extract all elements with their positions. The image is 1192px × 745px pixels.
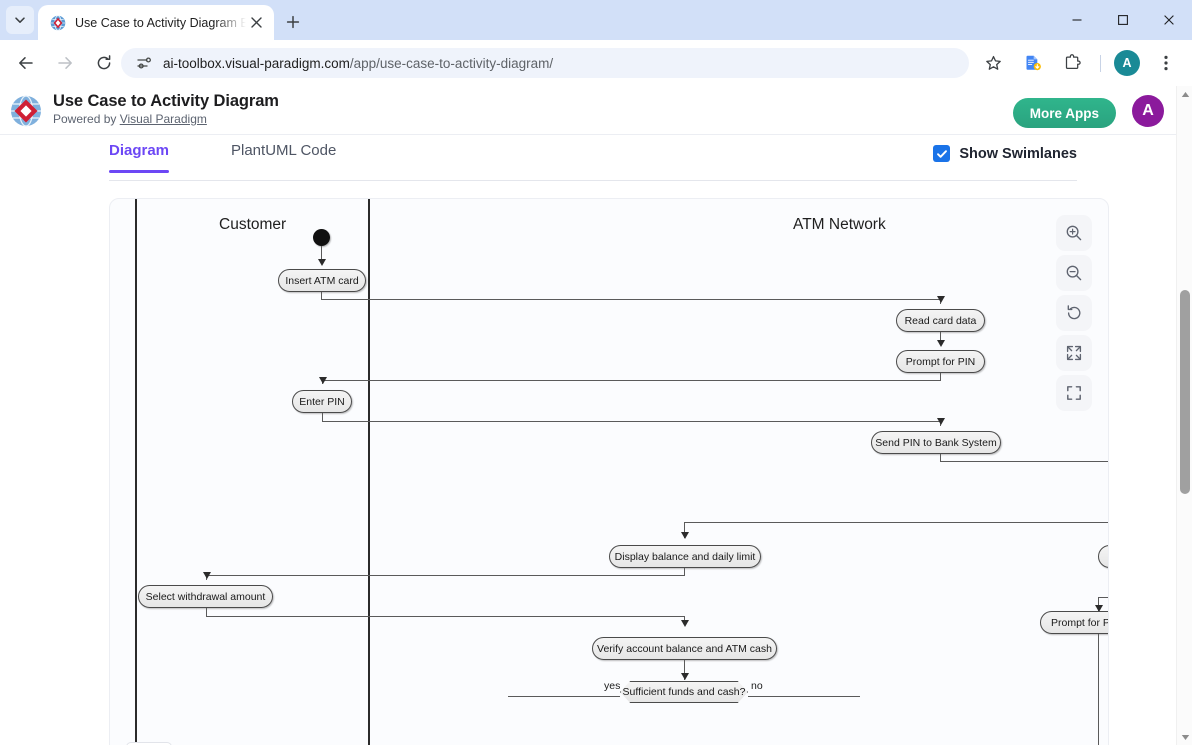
browser-tab[interactable]: Use Case to Activity Diagram Ed [38,5,274,40]
arrowhead [681,532,689,539]
arrowhead [937,296,945,303]
show-swimlanes-checkbox[interactable] [933,145,950,162]
visual-paradigm-favicon [50,15,66,31]
zoom-out-icon[interactable] [1056,255,1092,291]
edge-display-left [206,575,684,576]
site-settings-tune-icon[interactable] [135,54,153,72]
edge-insert-right [321,299,940,300]
scroll-down-arrow-icon[interactable] [1177,729,1192,745]
tab-search-chevron-down-icon[interactable] [6,6,34,34]
arrowhead [937,418,945,425]
arrowhead [681,673,689,680]
reload-icon[interactable] [89,48,119,78]
arrowhead [203,572,211,579]
browser-tab-strip: Use Case to Activity Diagram Ed [0,0,1192,40]
address-bar[interactable]: ai-toolbox.visual-paradigm.com/app/use-c… [121,48,969,78]
show-swimlanes-label: Show Swimlanes [959,146,1077,162]
url-host: ai-toolbox.visual-paradigm.com [163,56,350,71]
close-icon[interactable] [1146,0,1192,40]
address-bar-url: ai-toolbox.visual-paradigm.com/app/use-c… [163,56,553,71]
activity-diagram: Customer ATM Network Insert ATM card Rea… [110,199,1109,745]
node-verify-account-balance[interactable]: Verify account balance and ATM cash [592,637,777,660]
window-controls [1054,0,1192,40]
back-arrow-icon[interactable] [11,48,41,78]
page-content: Use Case to Activity Diagram Powered by … [0,86,1176,745]
zoom-in-icon[interactable] [1056,215,1092,251]
edge-enterpin-right [322,421,940,422]
edge-display-down [684,568,685,576]
node-prompt-for-pin[interactable]: Prompt for PIN [896,350,985,373]
page-title: Use Case to Activity Diagram [53,92,279,111]
browser-profile-avatar[interactable]: A [1114,50,1140,76]
edge-label-no: no [751,680,763,692]
edge-prompt-down [940,373,941,381]
url-path: /app/use-case-to-activity-diagram/ [350,56,553,71]
forward-arrow-icon [50,48,80,78]
scrollbar-thumb[interactable] [1180,290,1190,494]
node-display-balance-and-daily-limit[interactable]: Display balance and daily limit [609,545,761,568]
reset-rotate-icon[interactable] [1056,295,1092,331]
edge-right-top-1 [940,461,1109,462]
star-icon[interactable] [978,48,1008,78]
file-download-icon[interactable] [1018,48,1048,78]
node-select-withdrawal-amount[interactable]: Select withdrawal amount [138,585,273,608]
toolbar-divider [1100,55,1101,72]
tab-plantuml-code[interactable]: PlantUML Code [231,142,336,173]
powered-by-prefix: Powered by [53,112,120,126]
visual-paradigm-logo [10,95,42,127]
edge-decision-yes-branch [508,696,620,697]
node-send-pin-to-bank-system[interactable]: Send PIN to Bank System [871,431,1001,454]
node-enter-pin[interactable]: Enter PIN [292,390,352,413]
lane-divider-left [135,199,137,745]
fit-expand-icon[interactable] [1056,335,1092,371]
initial-node [313,229,330,246]
show-swimlanes-toggle[interactable]: Show Swimlanes [933,145,1077,162]
edge-decision-no-branch [748,696,860,697]
view-tabs: Diagram PlantUML Code Show Swimlanes [0,135,1176,181]
new-tab-button[interactable] [280,9,306,35]
toolbar-right-icons: A [973,48,1186,78]
node-insert-atm-card[interactable]: Insert ATM card [278,269,366,292]
lane-title-atm-network: ATM Network [793,216,886,234]
browser-tab-title: Use Case to Activity Diagram Ed [75,16,246,30]
edge-select-right [206,616,684,617]
lane-divider-middle [368,199,370,745]
scroll-up-arrow-icon[interactable] [1177,86,1192,102]
canvas-zoom-toolbar [1056,215,1092,415]
minimize-icon[interactable] [1054,0,1100,40]
edge-right-top-2 [936,522,1109,523]
diagram-canvas-card[interactable]: Customer ATM Network Insert ATM card Rea… [109,198,1109,745]
tab-close-icon[interactable] [246,13,266,33]
node-read-card-data[interactable]: Read card data [896,309,985,332]
arrowhead [681,620,689,627]
arrowhead [318,259,326,266]
edge-clipped-bottom-v [1098,634,1099,745]
app-header: Use Case to Activity Diagram Powered by … [0,86,1176,135]
more-apps-button[interactable]: More Apps [1013,98,1116,128]
node-sufficient-funds-decision[interactable]: Sufficient funds and cash? [620,681,748,703]
powered-by-text: Powered by Visual Paradigm [53,112,207,126]
extensions-puzzle-icon[interactable] [1058,48,1088,78]
user-avatar[interactable]: A [1132,95,1164,127]
tab-diagram[interactable]: Diagram [109,142,169,173]
node-prompt-for-pi-clipped[interactable]: Prompt for PI [1040,611,1109,634]
arrowhead [937,340,945,347]
page-scrollbar[interactable] [1176,86,1192,745]
lane-title-customer: Customer [219,216,286,234]
maximize-icon[interactable] [1100,0,1146,40]
fullscreen-icon[interactable] [1056,375,1092,411]
three-dot-menu-icon[interactable] [1151,48,1181,78]
tabs-underline [109,180,1077,181]
visual-paradigm-link[interactable]: Visual Paradigm [120,112,207,126]
arrowhead [319,377,327,384]
edge-prompt-left [322,380,940,381]
edge-label-yes: yes [604,680,620,692]
